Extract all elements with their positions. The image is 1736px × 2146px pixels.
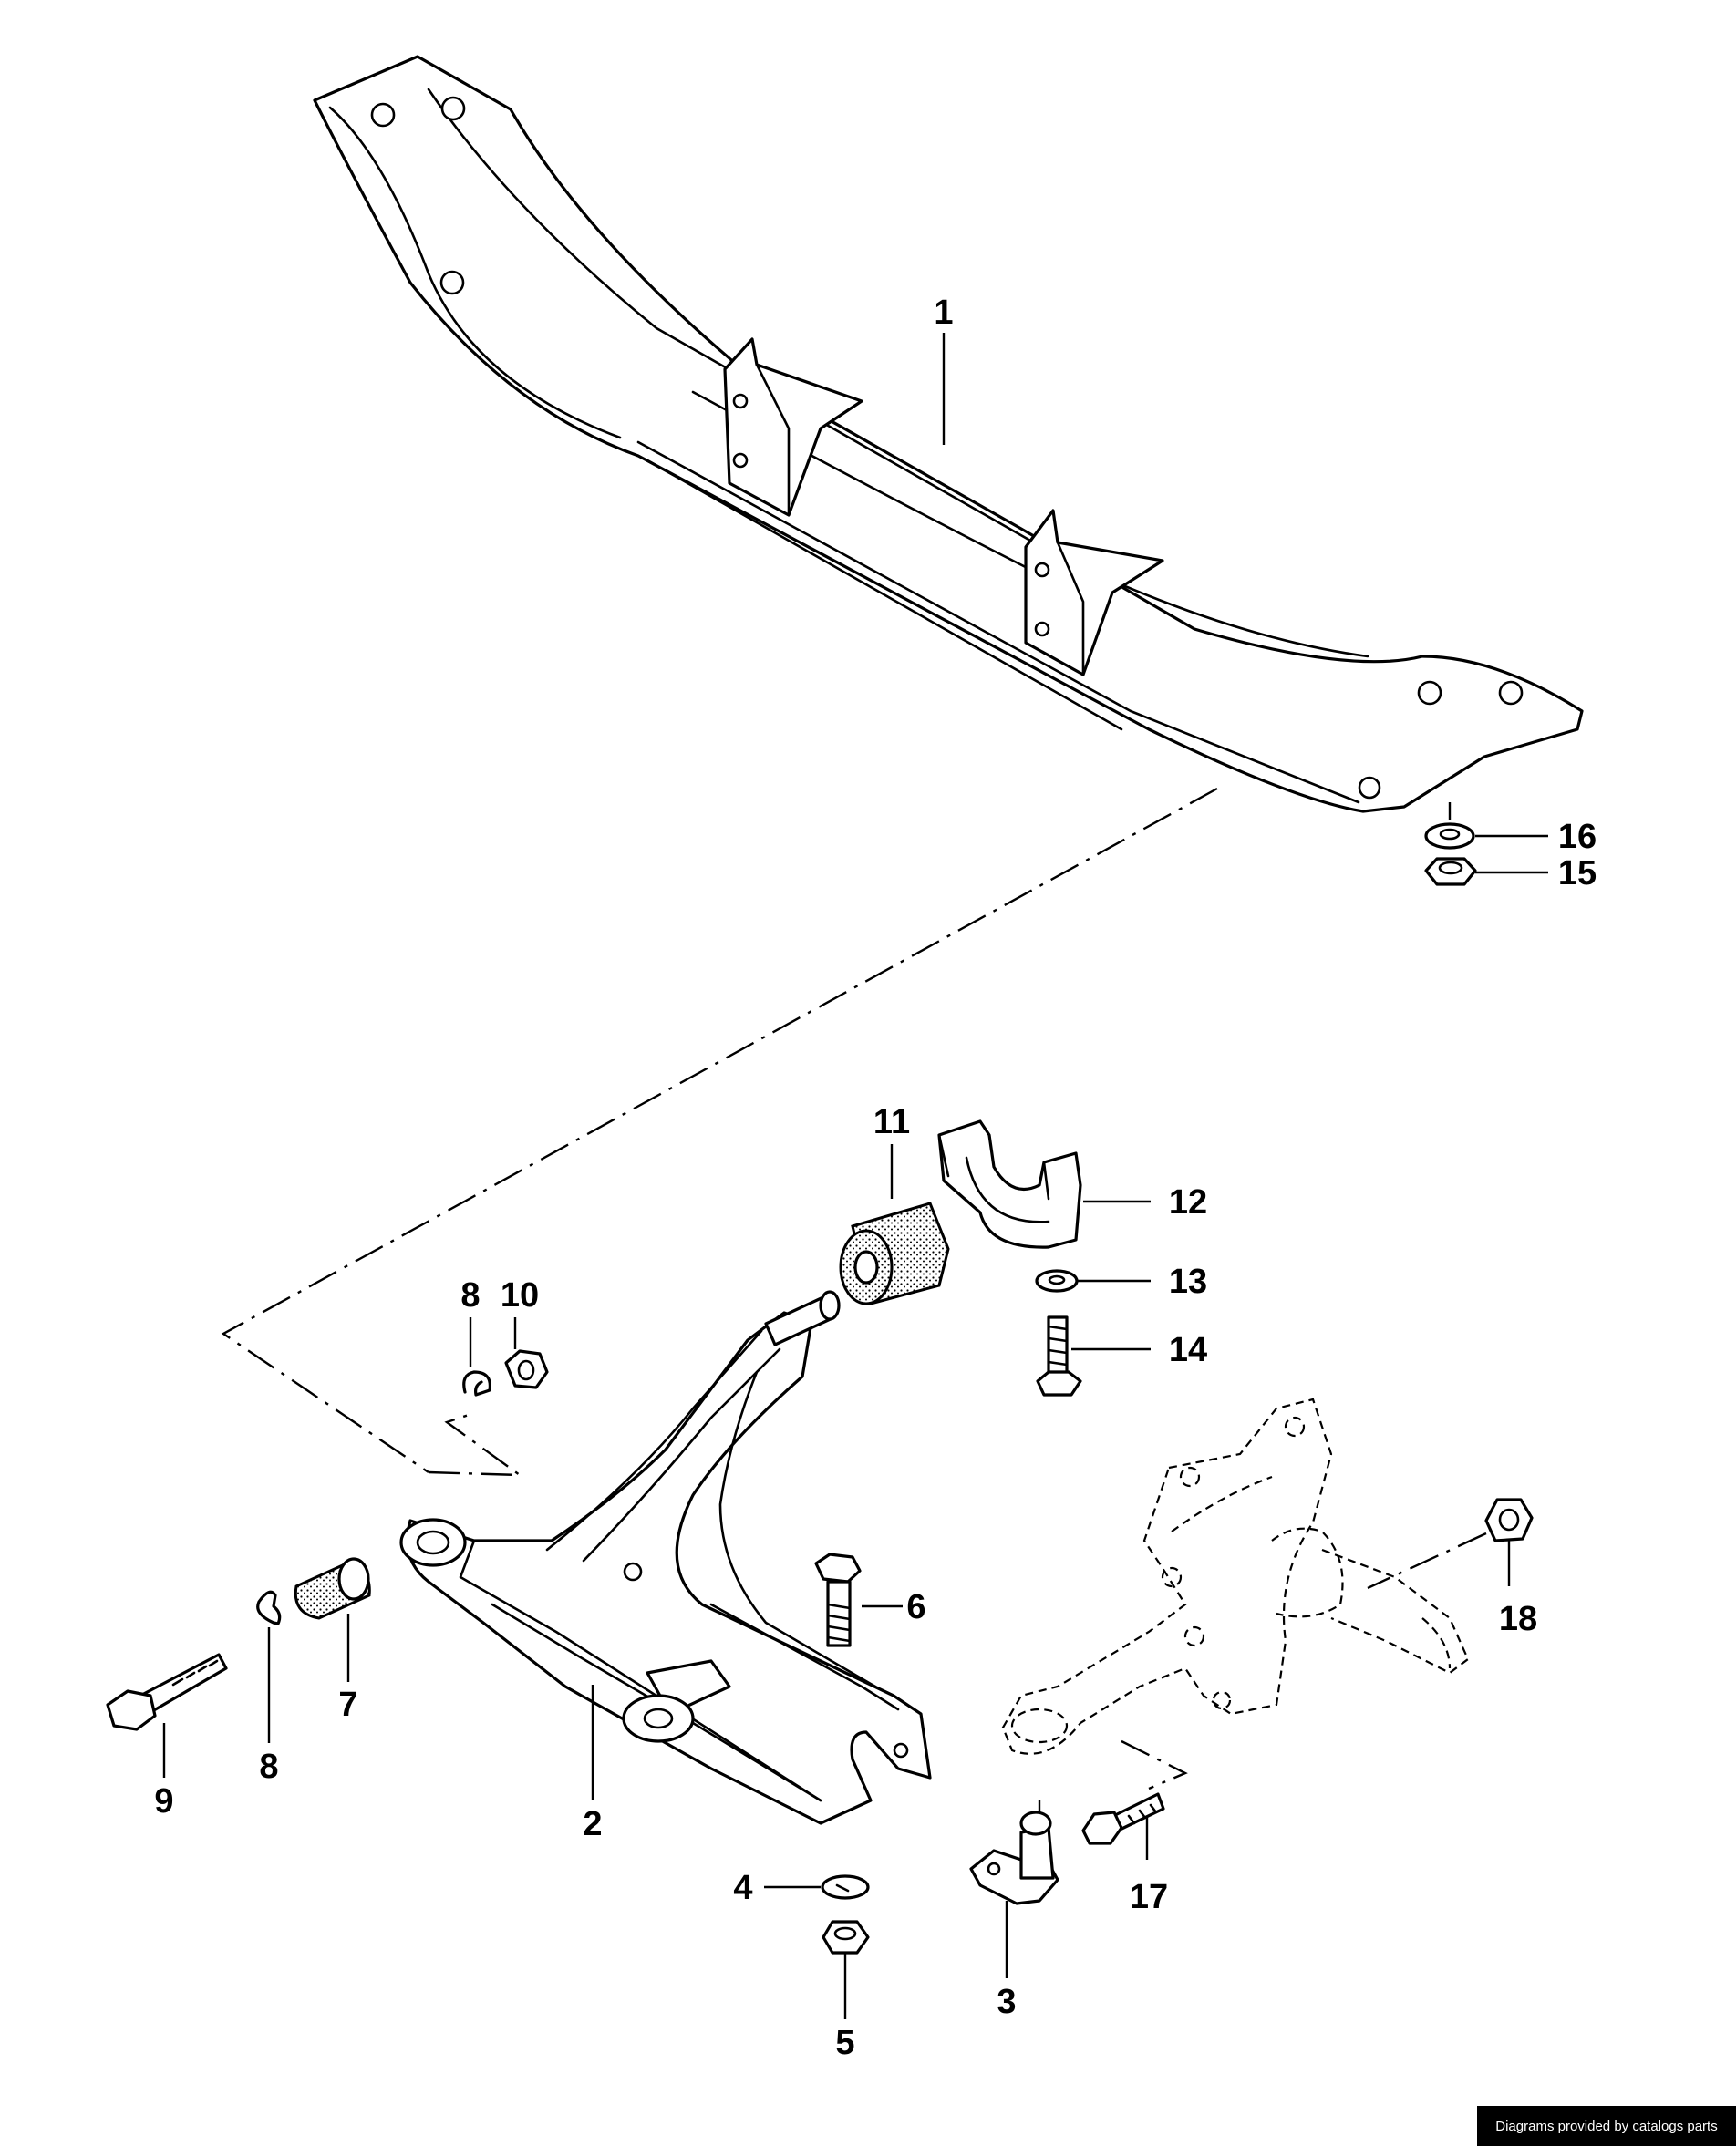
bolt-part-9	[106, 1653, 228, 1731]
callout-12: 12	[1169, 1183, 1207, 1222]
nut-part-10	[504, 1349, 549, 1389]
callout-8-top: 8	[460, 1276, 480, 1315]
callout-14: 14	[1169, 1331, 1207, 1369]
callout-4: 4	[733, 1869, 752, 1907]
callout-7: 7	[338, 1686, 357, 1724]
callout-16: 16	[1558, 818, 1596, 856]
callout-15: 15	[1558, 854, 1596, 892]
lock-washer-part-4	[821, 1874, 870, 1900]
callout-1: 1	[934, 294, 953, 332]
callout-10: 10	[501, 1276, 539, 1315]
clamp-bracket-part-12	[937, 1119, 1082, 1249]
bolt-part-6	[814, 1553, 862, 1647]
callout-8-left: 8	[259, 1748, 278, 1786]
bushing-part-7	[294, 1557, 371, 1620]
washer-part-13	[1035, 1269, 1079, 1293]
callout-13: 13	[1169, 1263, 1207, 1301]
callout-2: 2	[583, 1805, 602, 1843]
callout-5: 5	[835, 2024, 854, 2062]
nut-part-5	[822, 1920, 870, 1955]
crossmember-part	[313, 55, 1584, 813]
steering-knuckle-outline	[1001, 1398, 1470, 1755]
callout-3: 3	[997, 1983, 1016, 2021]
footer-credit: Diagrams provided by catalogs parts	[1477, 2106, 1736, 2146]
callout-6: 6	[906, 1588, 925, 1626]
circlip-part-8-left	[256, 1590, 282, 1625]
callout-9: 9	[154, 1782, 173, 1821]
circlip-part-8-top	[462, 1370, 491, 1397]
nut-part-18	[1484, 1498, 1534, 1542]
washer-part-16	[1424, 822, 1475, 850]
bolt-part-14	[1036, 1315, 1082, 1397]
control-arm-part	[399, 1290, 932, 1825]
callout-11: 11	[873, 1103, 910, 1141]
bolt-part-17	[1081, 1792, 1165, 1845]
stabilizer-bushing-part-11	[839, 1202, 950, 1305]
nut-part-15	[1424, 857, 1477, 886]
assembly-lines	[221, 787, 1487, 1814]
callout-18: 18	[1499, 1600, 1537, 1638]
callout-17: 17	[1130, 1878, 1168, 1916]
callout-labels: 1 2 3 4 5 6 7 8 8 9 10 11 12 13 14 15 16…	[154, 294, 1596, 2062]
leader-lines	[162, 333, 1548, 2019]
ball-joint-part-3	[969, 1811, 1059, 1905]
